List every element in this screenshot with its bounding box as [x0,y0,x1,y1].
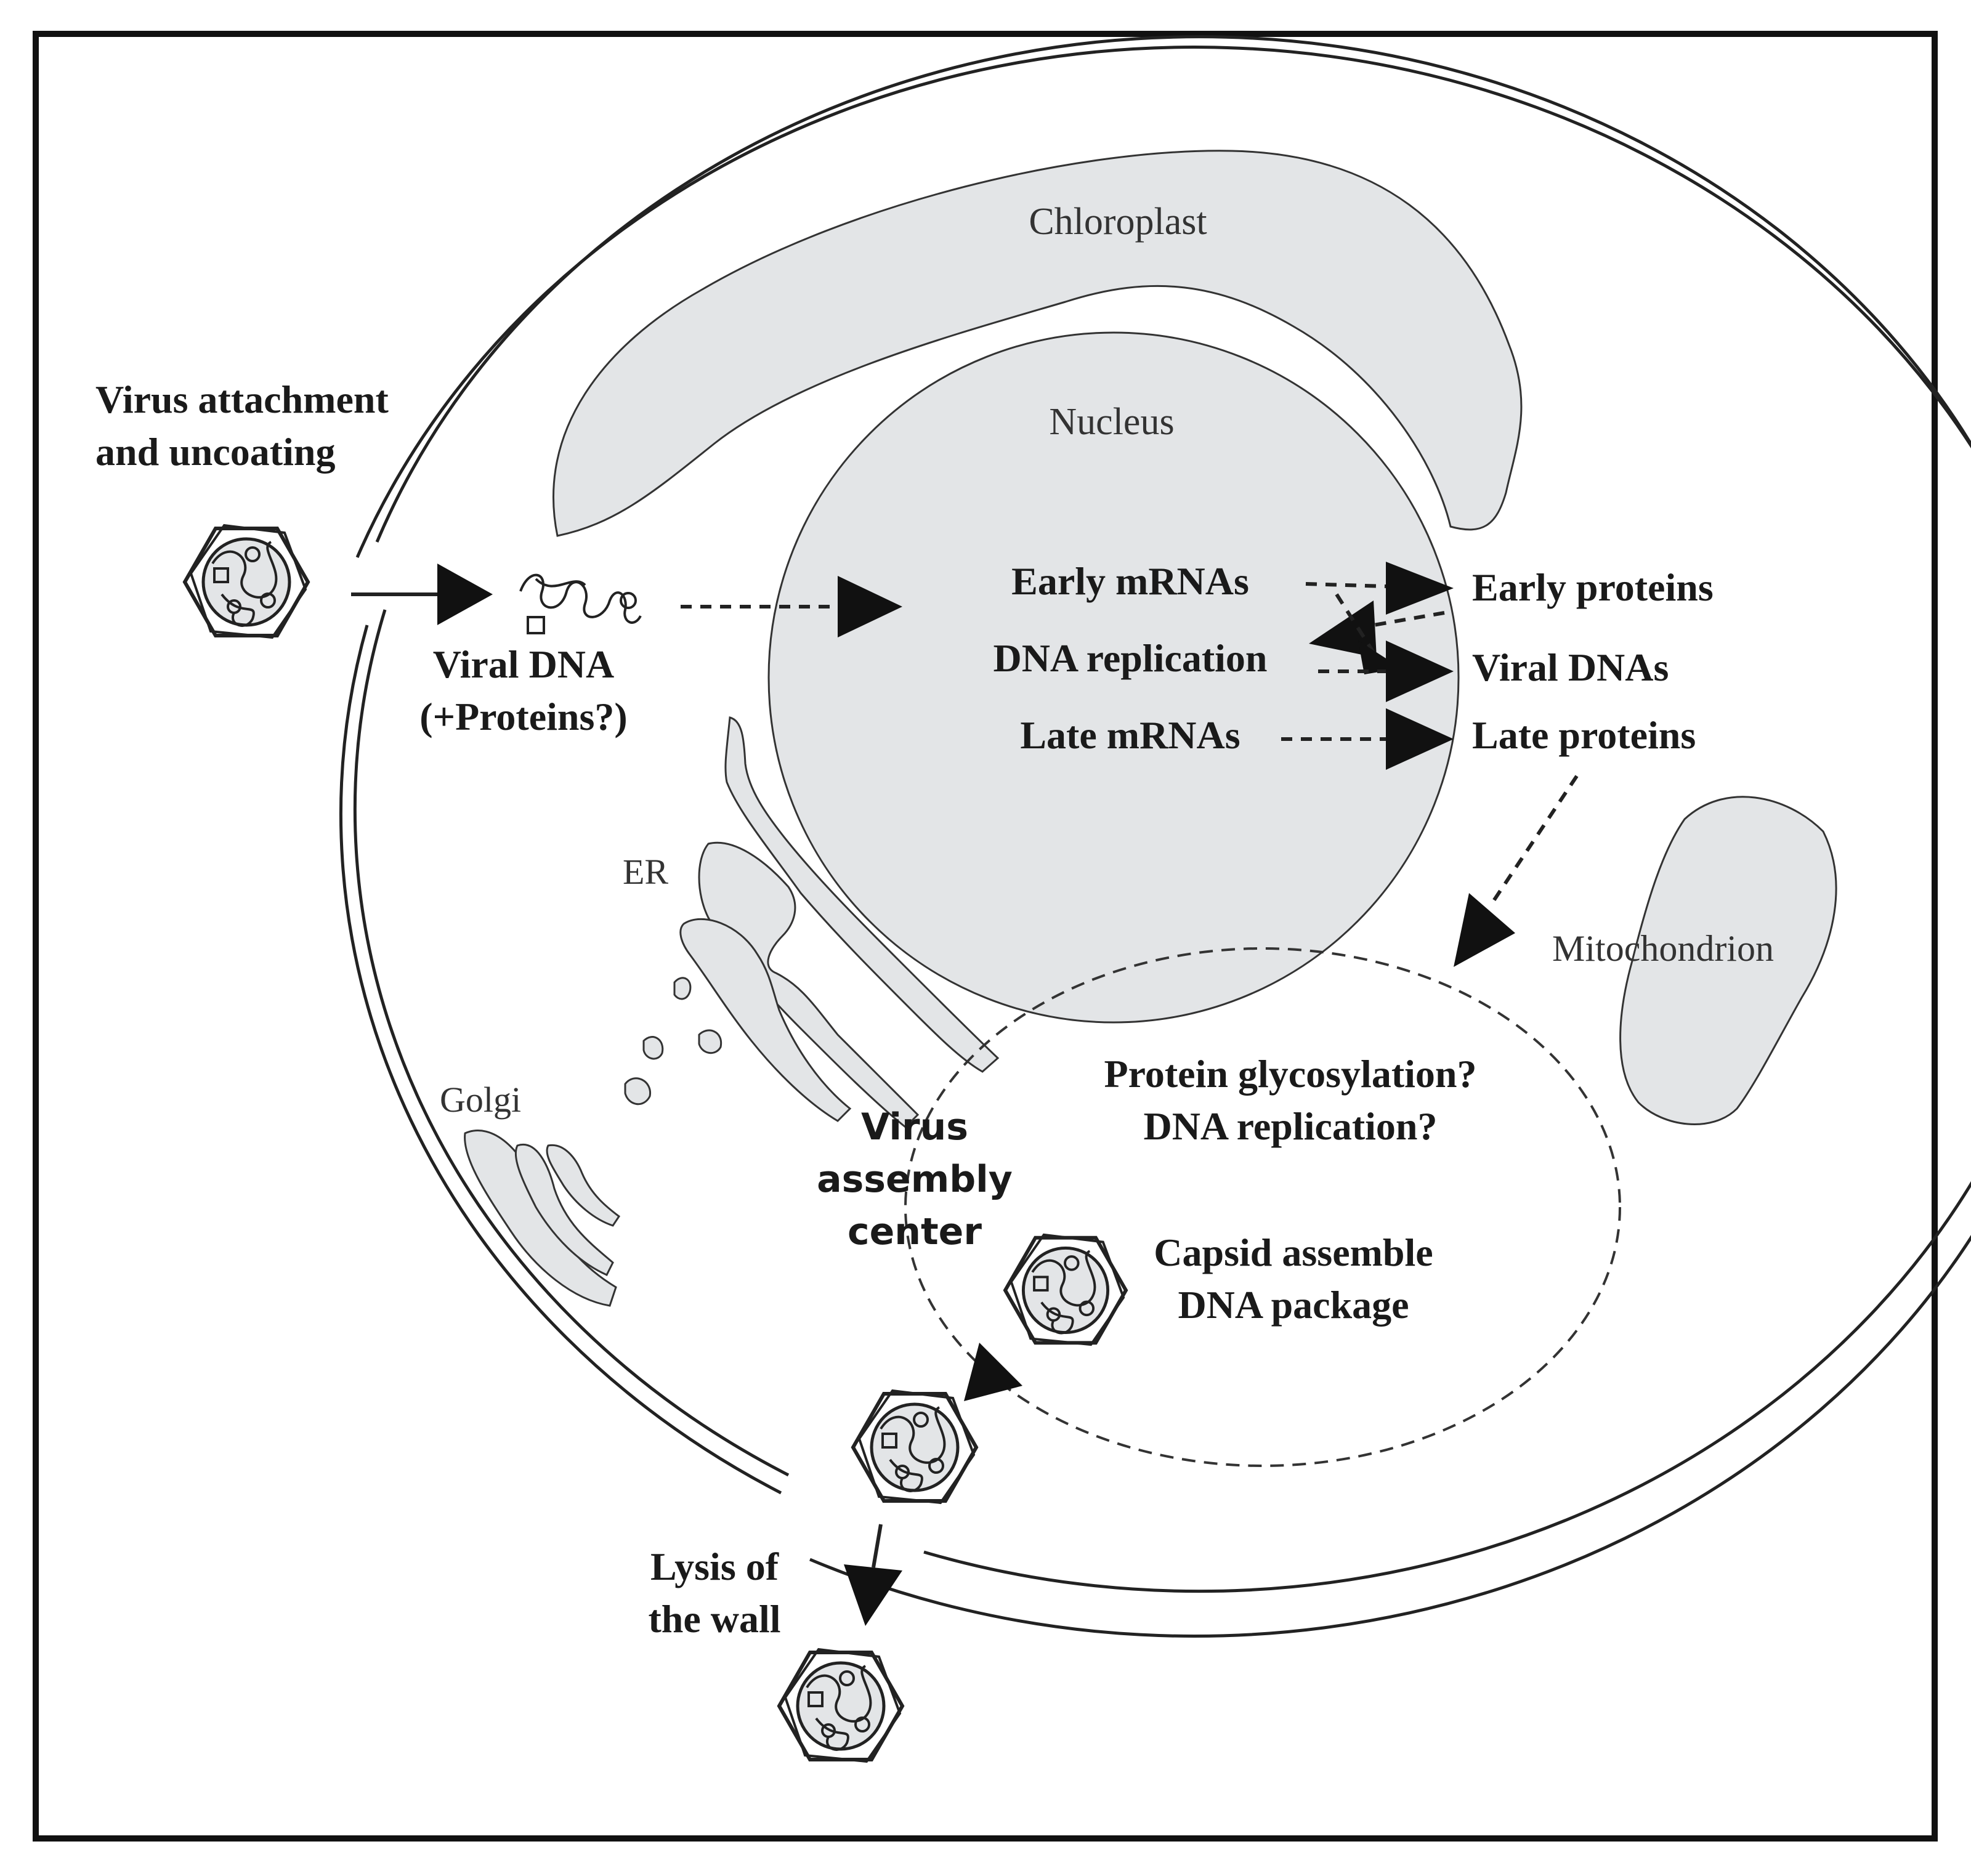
early-mrnas-label: Early mRNAs [1011,559,1249,603]
mitochondrion-label: Mitochondrion [1552,928,1774,969]
arrow-dna-replication-to-viral-dnas [1318,641,1454,702]
viral-dnas-label: Viral DNAs [1472,645,1669,689]
mitochondrion [1619,796,1837,1125]
viral-dna-squiggle [519,573,642,634]
virus-attachment-label-line2: and uncoating [95,430,335,474]
chloroplast-label: Chloroplast [1029,201,1207,243]
virion-entering [185,525,308,637]
arrow-late-mrnas-to-late-proteins [1281,708,1454,770]
arrow-early-mrnas-to-early-proteins [1305,562,1454,615]
early-proteins-label: Early proteins [1472,565,1714,609]
arrow-assembly-to-mature [964,1343,1022,1401]
er-label: ER [623,852,668,892]
virus-attachment-label-line1: Virus attachment [95,378,389,421]
assembly-center-label-line1: Virus [861,1106,968,1149]
golgi-apparatus [464,1130,621,1307]
capsid-label-line1: Capsid assemble [1154,1231,1433,1274]
nucleus [767,331,1460,1024]
virus-assembly-center [904,947,1621,1467]
viral-dna-label-line1: Viral DNA [433,642,614,686]
figure-frame [33,31,1938,1842]
chloroplast [552,150,1523,537]
lysis-label-line1: Lysis of [650,1545,779,1588]
endoplasmic-reticulum [624,716,1000,1129]
arrow-entry [351,564,493,625]
virion-released [779,1649,902,1761]
arrow-release [844,1524,902,1626]
late-proteins-label: Late proteins [1472,713,1696,757]
virion-assembling [1005,1235,1126,1344]
assembly-center-label-line3: center [848,1210,982,1253]
glycosylation-label-line1: Protein glycosylation? [1104,1052,1477,1096]
arrow-dna-to-nucleus [681,576,902,637]
cell-wall [339,35,1971,1638]
virion-mature [853,1391,976,1503]
assembly-center-label-line2: assembly [817,1158,1013,1201]
glycosylation-label-line2: DNA replication? [1143,1104,1437,1148]
capsid-label-line2: DNA package [1178,1283,1409,1327]
late-mrnas-label: Late mRNAs [1020,713,1240,757]
lysis-label-line2: the wall [648,1597,780,1641]
dna-replication-label: DNA replication [993,636,1267,680]
arrow-late-proteins-to-assembly [1454,775,1579,967]
nucleus-label: Nucleus [1049,401,1174,443]
golgi-label: Golgi [440,1080,521,1120]
viral-dna-label-line2: (+Proteins?) [419,695,627,738]
